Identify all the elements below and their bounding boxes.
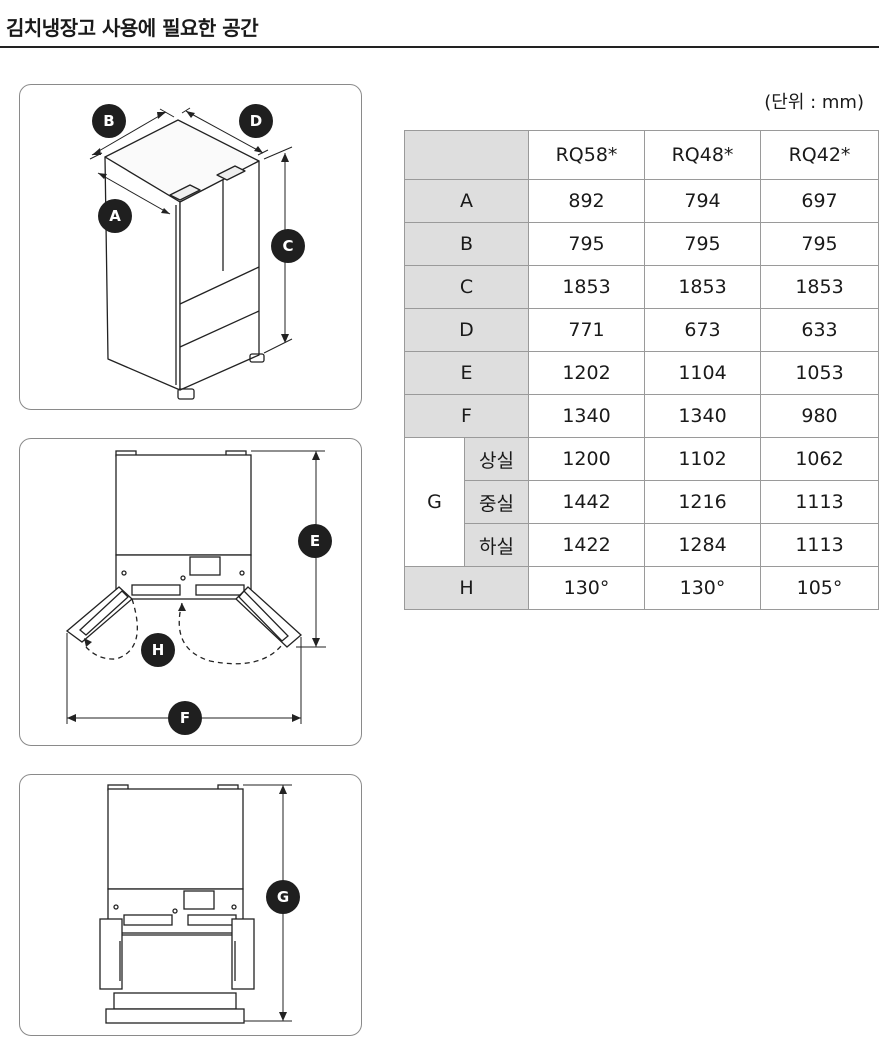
svg-text:D: D — [250, 112, 262, 130]
table-cell: 130° — [528, 566, 645, 610]
table-row: F 1340 1340 980 — [404, 394, 879, 438]
row-label: F — [404, 394, 529, 438]
table-cell: 1113 — [760, 523, 879, 567]
table-row: G 상실 1200 1102 1062 — [404, 437, 879, 567]
table-cell: 795 — [760, 222, 879, 266]
badge-c: C — [271, 229, 305, 263]
table-cell: 633 — [760, 308, 879, 352]
svg-text:F: F — [180, 709, 190, 727]
svg-text:C: C — [282, 237, 293, 255]
table-cell: 105° — [760, 566, 879, 610]
table-row: A 892 794 697 — [404, 179, 879, 223]
row-label: E — [404, 351, 529, 395]
page-title: 김치냉장고 사용에 필요한 공간 — [6, 16, 259, 40]
row-label: H — [404, 566, 529, 610]
door-swing-diagram: E H F — [65, 450, 332, 735]
table-cell: 673 — [644, 308, 761, 352]
table-row: H 130° 130° 105° — [404, 566, 879, 610]
unit-label: (단위 : mm) — [764, 92, 864, 113]
table-cell: 130° — [644, 566, 761, 610]
panel-top-view-drawers: G — [19, 774, 362, 1036]
table-cell: 1104 — [644, 351, 761, 395]
svg-text:H: H — [152, 641, 165, 659]
table-cell: 795 — [528, 222, 645, 266]
table-row: D 771 673 633 — [404, 308, 879, 352]
table-header-row: RQ58* RQ48* RQ42* — [404, 130, 879, 180]
subrow-label: 하실 — [464, 523, 529, 567]
row-label: D — [404, 308, 529, 352]
table-row: C 1853 1853 1853 — [404, 265, 879, 309]
row-label: B — [404, 222, 529, 266]
subrow-label: 상실 — [464, 437, 529, 481]
badge-f: F — [168, 701, 202, 735]
table-row: B 795 795 795 — [404, 222, 879, 266]
table-row: 중실 1442 1216 1113 — [405, 480, 879, 524]
table-cell: 1442 — [528, 480, 645, 524]
badge-e: E — [298, 524, 332, 558]
svg-text:E: E — [310, 532, 320, 550]
table-cell: 697 — [760, 179, 879, 223]
badge-h: H — [141, 633, 175, 667]
table-cell: 1422 — [528, 523, 645, 567]
table-cell: 1284 — [644, 523, 761, 567]
table-cell: 1216 — [644, 480, 761, 524]
table-cell: 1853 — [644, 265, 761, 309]
table-cell: 1102 — [644, 437, 761, 481]
row-label: A — [404, 179, 529, 223]
subrow-label: 중실 — [464, 480, 529, 524]
table-cell: 795 — [644, 222, 761, 266]
table-cell: 1053 — [760, 351, 879, 395]
row-label: C — [404, 265, 529, 309]
table-cell: 1200 — [528, 437, 645, 481]
table-row: 하실 1422 1284 1113 — [405, 523, 879, 567]
table-cell: 1340 — [528, 394, 645, 438]
model-header: RQ58* — [528, 130, 645, 180]
badge-b: B — [92, 104, 126, 138]
table-cell: 1062 — [760, 437, 879, 481]
model-header: RQ42* — [760, 130, 879, 180]
table-cell: 1853 — [528, 265, 645, 309]
badge-g: G — [266, 880, 300, 914]
table-cell: 1853 — [760, 265, 879, 309]
table-cell: 1202 — [528, 351, 645, 395]
isometric-fridge-diagram: B D A C — [89, 104, 305, 400]
badge-a: A — [98, 199, 132, 233]
model-header: RQ48* — [644, 130, 761, 180]
drawer-pullout-diagram: G — [99, 784, 300, 1024]
badge-d: D — [239, 104, 273, 138]
title-underline — [0, 46, 879, 48]
group-label: G — [404, 437, 465, 567]
table-cell: 1113 — [760, 480, 879, 524]
table-cell: 771 — [528, 308, 645, 352]
svg-text:G: G — [277, 888, 289, 906]
svg-text:B: B — [103, 112, 114, 130]
dimensions-table: RQ58* RQ48* RQ42* A 892 794 697 B 795 79… — [404, 130, 879, 610]
table-cell: 892 — [528, 179, 645, 223]
table-row: E 1202 1104 1053 — [404, 351, 879, 395]
panel-top-view-doors: E H F — [19, 438, 362, 746]
svg-text:A: A — [109, 207, 121, 225]
table-corner-cell — [404, 130, 529, 180]
table-cell: 980 — [760, 394, 879, 438]
panel-isometric-view: B D A C — [19, 84, 362, 410]
table-cell: 794 — [644, 179, 761, 223]
table-cell: 1340 — [644, 394, 761, 438]
